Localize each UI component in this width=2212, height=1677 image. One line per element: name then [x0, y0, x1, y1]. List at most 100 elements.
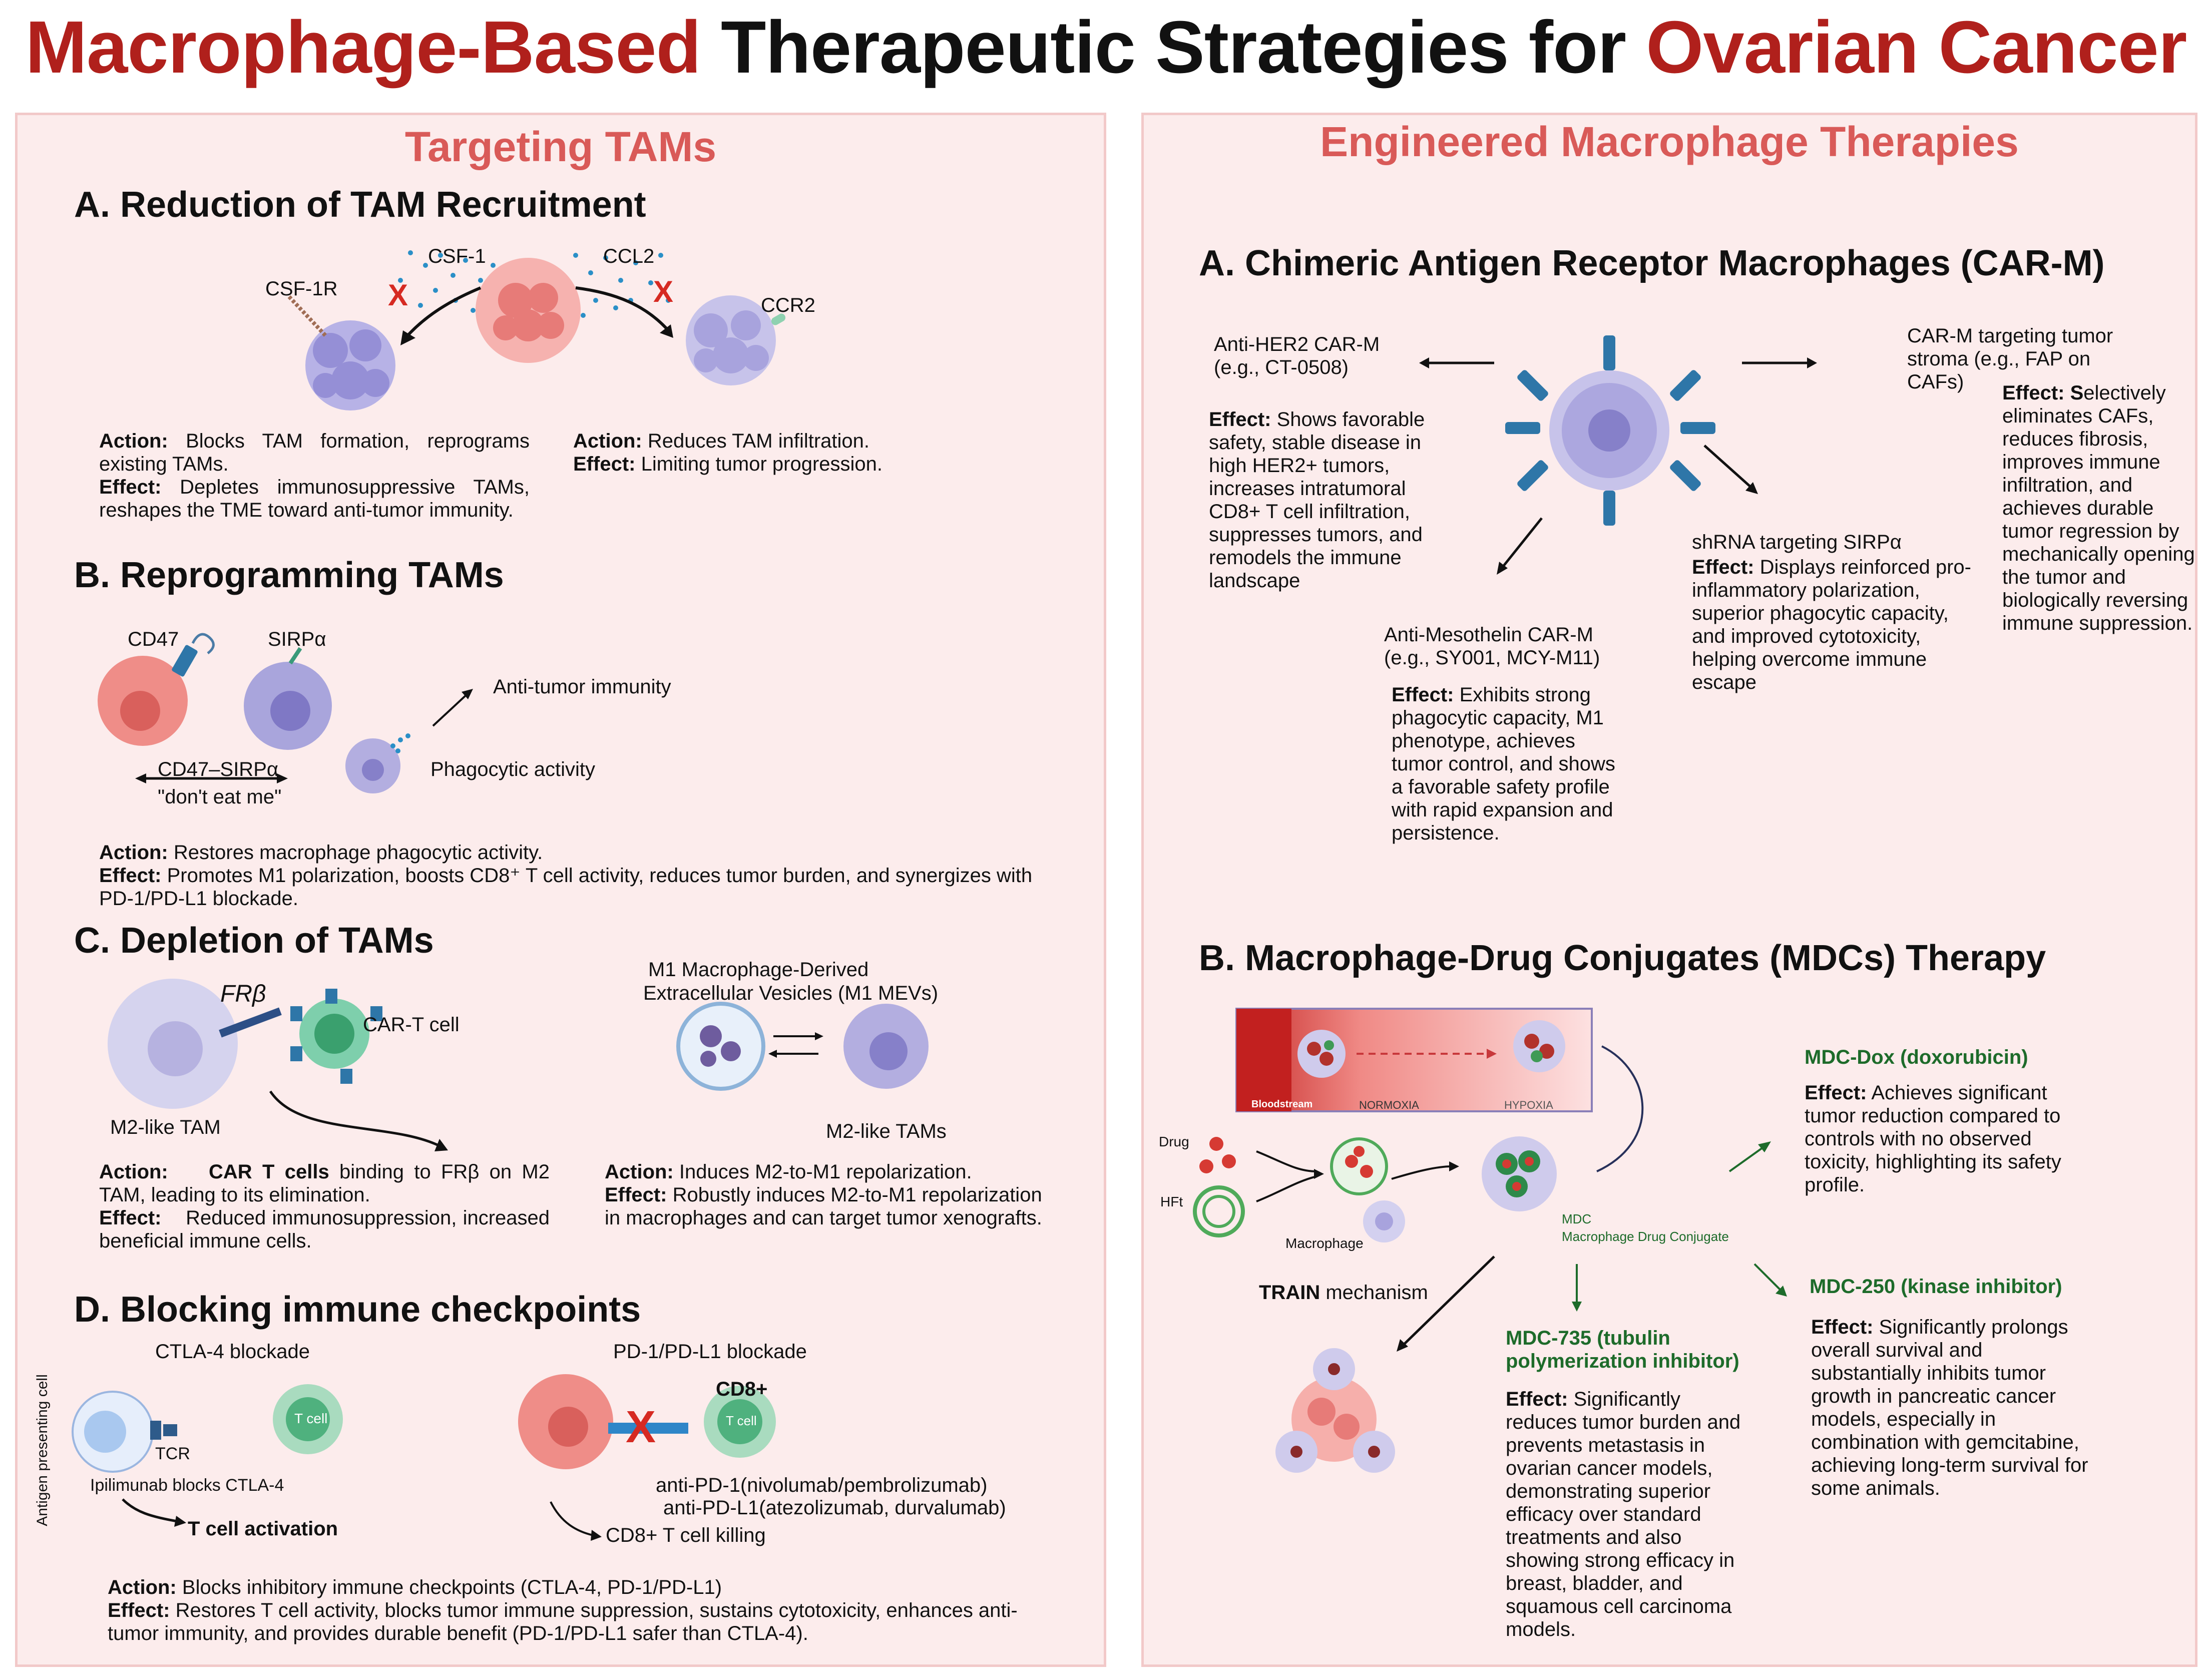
- bloodstream-label: Bloodstream: [1251, 1099, 1313, 1110]
- mdc-735-effect: Effect: Significantly reduces tumor burd…: [1506, 1388, 1741, 1640]
- macrophage-sirpa-icon: [244, 662, 332, 750]
- car-t-elimination-arrow: [269, 1090, 441, 1148]
- m2-like-tams-icon: [843, 1004, 929, 1089]
- block-x-right: X: [653, 275, 674, 308]
- cd8-label: CD8+: [716, 1378, 768, 1400]
- left-c-text-1: Action: CAR T cells binding to FRβ on M2…: [99, 1161, 550, 1252]
- her2-effect: Effect: Shows favorable safety, stable d…: [1209, 408, 1425, 592]
- tumor-pdl1-cell-icon: [518, 1374, 613, 1469]
- shrna-name: shRNA targeting SIRPα: [1692, 531, 1902, 553]
- her2-name: Anti-HER2 CAR-M (e.g., CT-0508): [1214, 333, 1380, 378]
- mdc-hypoxia-icon: [1513, 1020, 1565, 1072]
- mdc-full-label: Macrophage Drug Conjugate: [1562, 1229, 1729, 1244]
- t-cell-left-label: T cell: [294, 1411, 328, 1426]
- anti-pd1-label: anti-PD-1(nivolumab/pembrolizumab): [656, 1474, 988, 1496]
- cd8-t-cell-icon: [704, 1386, 776, 1458]
- mdc-label: MDC: [1562, 1211, 1592, 1226]
- dont-eat-me-label: "don't eat me": [158, 786, 282, 808]
- cd8-killing-arrow: [550, 1501, 596, 1537]
- shrna-effect: Effect: Displays reinforced pro-inflamma…: [1692, 556, 1971, 693]
- title-part1: Macrophage-Based: [25, 6, 701, 89]
- phagocytic-activity-label: Phagocytic activity: [430, 758, 596, 780]
- normoxia-label: NORMOXIA: [1359, 1099, 1419, 1111]
- mdc-dox-effect: Effect: Achieves significant tumor reduc…: [1805, 1082, 2061, 1196]
- car-t-cell-icon: [290, 989, 382, 1084]
- arrow-to-right-macrophage: [575, 286, 670, 332]
- tcr-receptor-icon: [150, 1421, 177, 1440]
- left-d-text: Action: Blocks inhibitory immune checkpo…: [108, 1576, 1018, 1644]
- meso-effect: Effect: Exhibits strong phagocytic capac…: [1392, 684, 1615, 844]
- drug-label: Drug: [1159, 1134, 1189, 1149]
- left-a-text-2: Action: Reduces TAM infiltration. Effect…: [573, 430, 882, 475]
- train-label: TRAIN mechanism: [1259, 1282, 1428, 1304]
- hft-label: HFt: [1160, 1194, 1183, 1209]
- ccr2-receptor-icon: [771, 313, 786, 325]
- tcr-label: TCR: [155, 1444, 190, 1463]
- meso-name: Anti-Mesothelin CAR-M (e.g., SY001, MCY-…: [1384, 624, 1600, 669]
- ipi-label: Ipilimunab blocks CTLA-4: [90, 1476, 284, 1495]
- fr-beta-label: FRβ: [220, 981, 266, 1007]
- block-x-left: X: [388, 278, 408, 312]
- title-part3: Ovarian Cancer: [1646, 6, 2187, 89]
- car-t-cell-label: CAR-T cell: [363, 1014, 460, 1036]
- mdc-conjugate-icon: [1482, 1136, 1557, 1211]
- car-macrophage-icon: [1549, 370, 1669, 491]
- t-cell-small-label: T cell: [726, 1413, 757, 1428]
- m1-mev-vesicle-icon: [676, 1002, 765, 1091]
- left-c-title: C. Depletion of TAMs: [74, 921, 434, 961]
- stroma-name: CAR-M targeting tumor stroma (e.g., FAP …: [1907, 325, 2113, 393]
- left-b-title: B. Reprogramming TAMs: [74, 555, 504, 595]
- left-heading: Targeting TAMs: [404, 123, 717, 170]
- drug-particles-icon: [1199, 1137, 1236, 1173]
- macrophage-label: Macrophage: [1285, 1235, 1364, 1251]
- right-b-title: B. Macrophage-Drug Conjugates (MDCs) The…: [1199, 938, 2046, 978]
- tam-recruitment-illustration: [286, 250, 786, 410]
- phagocytic-macrophage-icon: [345, 738, 400, 793]
- ccr2-label: CCR2: [761, 294, 815, 316]
- mev-label-line1: M1 Macrophage-Derived: [648, 959, 869, 981]
- t-cell-activation-arrow: [122, 1498, 181, 1523]
- mev-label-line2: Extracellular Vesicles (M1 MEVs): [643, 982, 939, 1004]
- m2-like-tams-label: M2-like TAMs: [826, 1120, 947, 1142]
- t-cell-left-icon: [273, 1384, 343, 1454]
- pd1-pdl1-binding-icon: [608, 1423, 688, 1434]
- train-tumor-icon: [1275, 1348, 1395, 1473]
- macrophage-icon: [1363, 1200, 1405, 1242]
- mdc-250-effect: Effect: Significantly prolongs overall s…: [1811, 1316, 2088, 1499]
- arrow-to-train: [1401, 1255, 1495, 1348]
- left-c-text-2: Action: Induces M2-to-M1 repolarization.…: [605, 1161, 1042, 1229]
- tumor-cd47-cell-icon: [98, 656, 188, 746]
- csf1r-label: CSF-1R: [265, 278, 338, 300]
- left-a-text-1: Action: Blocks TAM formation, reprograms…: [99, 430, 530, 521]
- apc-cell-icon: [72, 1391, 154, 1473]
- cd8-killing-label: CD8+ T cell killing: [606, 1524, 766, 1546]
- m2-tam-icon: [108, 979, 238, 1109]
- ccl2-label: CCL2: [603, 245, 655, 267]
- pd1-block-x: X: [626, 1402, 656, 1452]
- right-a-title: A. Chimeric Antigen Receptor Macrophages…: [1199, 243, 2105, 283]
- tumor-cell-icon: [476, 258, 581, 363]
- csf1r-receptor-icon: [286, 294, 327, 337]
- left-b-text: Action: Restores macrophage phagocytic a…: [99, 842, 1033, 910]
- arrow-to-dox: [1728, 1145, 1765, 1172]
- title-part2: Therapeutic Strategies for: [721, 6, 1626, 89]
- arrow-to-mesothelin: [1501, 517, 1543, 569]
- t-cell-activation-label: T cell activation: [188, 1518, 338, 1540]
- right-heading: Engineered Macrophage Therapies: [1320, 118, 2019, 165]
- pd1-blockade-label: PD-1/PD-L1 blockade: [613, 1341, 807, 1363]
- hft-cage-icon: [1193, 1185, 1245, 1237]
- cytokine-dots-icon: [398, 250, 671, 318]
- sirpa-receptor-icon: [288, 647, 302, 665]
- hypoxia-label: HYPOXIA: [1504, 1099, 1553, 1111]
- arrow-to-shrna: [1703, 445, 1753, 489]
- cd47-label: CD47: [128, 628, 179, 650]
- arrow-to-m250: [1753, 1263, 1783, 1293]
- page-title: Macrophage-Based Therapeutic Strategies …: [0, 5, 2212, 90]
- reprogramming-illustration: [98, 633, 473, 793]
- mdc-dox-name: MDC-Dox (doxorubicin): [1805, 1046, 2028, 1068]
- anti-pdl1-label: anti-PD-L1(atezolizumab, durvalumab): [663, 1497, 1006, 1519]
- macrophage-left-icon: [305, 320, 395, 410]
- fr-beta-receptor-icon: [219, 1007, 282, 1038]
